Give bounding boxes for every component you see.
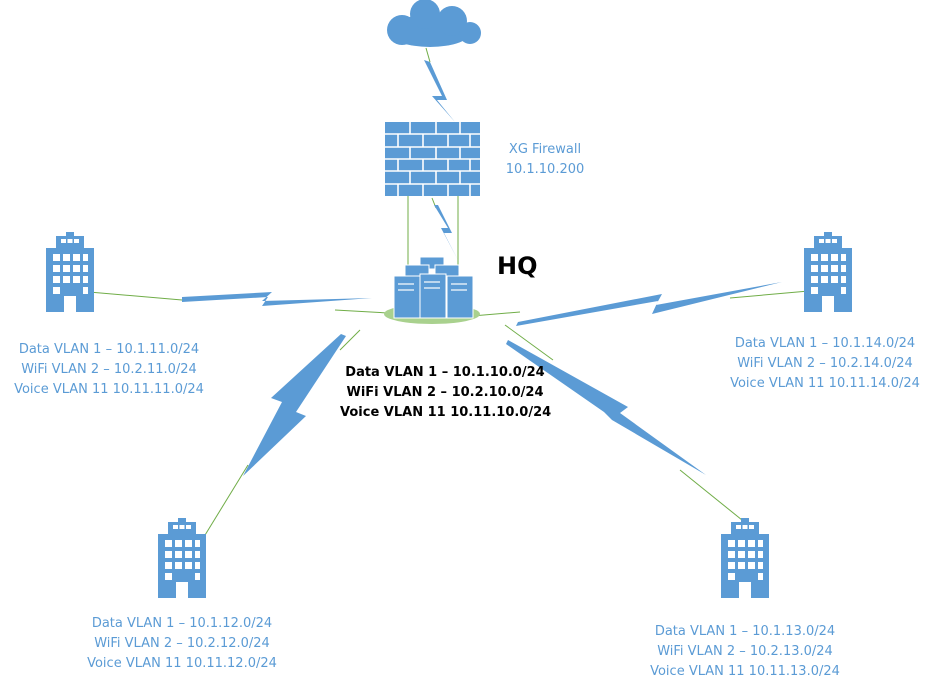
site-bottom-left-voice-vlan: Voice VLAN 11 10.11.12.0/24 bbox=[87, 656, 277, 671]
hq-data-vlan: Data VLAN 1 – 10.1.10.0/24 bbox=[345, 365, 545, 380]
hq-vlan-label: Data VLAN 1 – 10.1.10.0/24 WiFi VLAN 2 –… bbox=[340, 363, 552, 423]
firewall-name: XG Firewall bbox=[508, 142, 582, 157]
site-left-label: Data VLAN 1 – 10.1.11.0/24 WiFi VLAN 2 –… bbox=[4, 340, 214, 400]
building-icon-left bbox=[46, 232, 94, 312]
link-line-hq-right bbox=[471, 311, 521, 317]
site-bottom-right-label: Data VLAN 1 – 10.1.13.0/24 WiFi VLAN 2 –… bbox=[640, 622, 850, 682]
link-line-left bbox=[88, 291, 183, 301]
building-icon-right bbox=[804, 232, 852, 312]
firewall-ip: 10.1.10.200 bbox=[505, 162, 585, 177]
site-left-voice-vlan: Voice VLAN 11 10.11.11.0/24 bbox=[14, 382, 204, 397]
link-line-bottom-right bbox=[679, 469, 743, 521]
link-line-hq-bottomleft bbox=[339, 329, 361, 351]
site-left-wifi-vlan: WiFi VLAN 2 – 10.2.11.0/24 bbox=[21, 362, 197, 377]
site-right-label: Data VLAN 1 – 10.1.14.0/24 WiFi VLAN 2 –… bbox=[720, 334, 928, 394]
site-right-wifi-vlan: WiFi VLAN 2 – 10.2.14.0/24 bbox=[737, 356, 913, 371]
hq-servers-icon bbox=[384, 256, 480, 324]
link-lines bbox=[88, 47, 821, 541]
wan-link-left bbox=[182, 292, 372, 306]
hq-voice-vlan: Voice VLAN 11 10.11.10.0/24 bbox=[340, 405, 552, 420]
wan-link-cloud-firewall bbox=[424, 60, 455, 122]
wan-link-firewall-hq bbox=[434, 205, 458, 260]
site-bottom-right-wifi-vlan: WiFi VLAN 2 – 10.2.13.0/24 bbox=[657, 644, 833, 659]
site-right-data-vlan: Data VLAN 1 – 10.1.14.0/24 bbox=[734, 336, 916, 351]
building-icon-bottom-left bbox=[158, 518, 206, 598]
site-left-data-vlan: Data VLAN 1 – 10.1.11.0/24 bbox=[18, 342, 200, 357]
site-bottom-right-data-vlan: Data VLAN 1 – 10.1.13.0/24 bbox=[654, 624, 836, 639]
hq-title: HQ bbox=[497, 252, 538, 280]
site-bottom-left-data-vlan: Data VLAN 1 – 10.1.12.0/24 bbox=[91, 616, 273, 631]
site-bottom-left-label: Data VLAN 1 – 10.1.12.0/24 WiFi VLAN 2 –… bbox=[77, 614, 287, 674]
link-line-cloud bbox=[425, 47, 431, 63]
site-bottom-left-wifi-vlan: WiFi VLAN 2 – 10.2.12.0/24 bbox=[94, 636, 270, 651]
building-icon-bottom-right bbox=[721, 518, 769, 598]
hq-wifi-vlan: WiFi VLAN 2 – 10.2.10.0/24 bbox=[346, 385, 544, 400]
cloud-icon bbox=[387, 0, 481, 47]
firewall-label: XG Firewall 10.1.10.200 bbox=[490, 140, 600, 180]
firewall-icon bbox=[385, 122, 480, 196]
site-right-voice-vlan: Voice VLAN 11 10.11.14.0/24 bbox=[730, 376, 920, 391]
wan-links bbox=[182, 60, 782, 476]
link-line-hq-left bbox=[334, 309, 389, 314]
wan-link-bottom-right bbox=[506, 340, 706, 475]
wan-link-bottom-left bbox=[243, 334, 346, 476]
link-line-hq-bottomright bbox=[504, 324, 554, 361]
wan-link-right bbox=[516, 282, 782, 326]
link-line-bottom-left bbox=[201, 464, 249, 541]
site-bottom-right-voice-vlan: Voice VLAN 11 10.11.13.0/24 bbox=[650, 664, 840, 679]
